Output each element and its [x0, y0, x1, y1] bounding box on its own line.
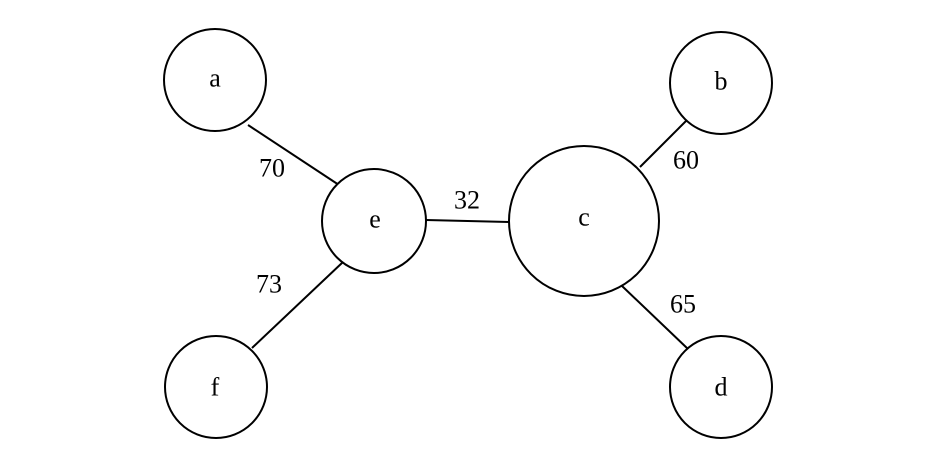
node-c: c	[508, 145, 660, 297]
node-label-d: d	[715, 373, 728, 402]
edge-weight-f-e: 73	[256, 270, 282, 299]
edge-weight-c-d: 65	[670, 290, 696, 319]
edge-weight-a-e: 70	[259, 154, 285, 183]
node-label-a: a	[209, 64, 221, 93]
edge-weight-c-b: 60	[673, 146, 699, 175]
node-a: a	[163, 28, 267, 132]
edge-weight-e-c: 32	[454, 186, 480, 215]
node-label-f: f	[211, 373, 220, 402]
edge-e-c	[425, 219, 510, 223]
edge-a-e	[247, 124, 340, 186]
node-d: d	[669, 335, 773, 439]
node-label-c: c	[578, 203, 590, 232]
node-f: f	[164, 335, 268, 439]
node-label-b: b	[715, 67, 728, 96]
node-b: b	[669, 31, 773, 135]
edge-c-d	[621, 285, 689, 350]
node-e: e	[321, 168, 427, 274]
edge-weights: 70 73 32 60 65	[256, 146, 699, 319]
edge-f-e	[251, 261, 344, 349]
edges	[247, 120, 689, 350]
node-label-e: e	[369, 205, 381, 234]
edge-c-b	[639, 120, 687, 168]
